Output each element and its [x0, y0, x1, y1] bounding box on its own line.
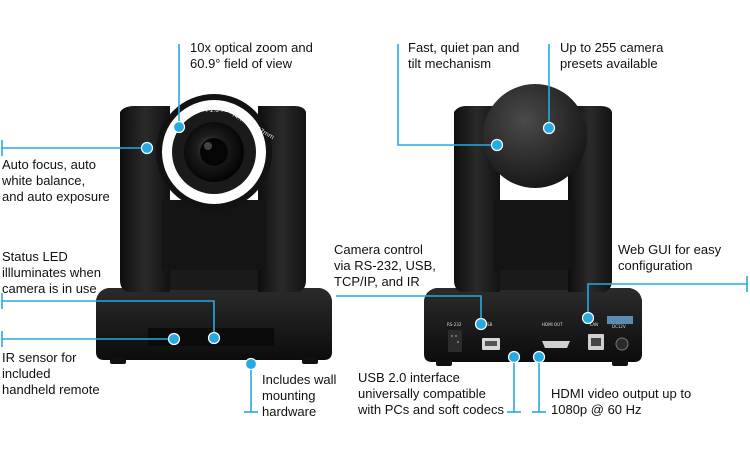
- leader-pan-tilt: [397, 44, 494, 146]
- leader-dot-web-gui: [581, 311, 595, 325]
- dc-power-port: [615, 337, 629, 351]
- leader-dot-pan-tilt: [490, 138, 504, 152]
- leader-dot-presets: [542, 121, 556, 135]
- callout-usb: USB 2.0 interface universally compatible…: [358, 370, 504, 417]
- dc-port-label: DC12V: [612, 324, 626, 329]
- callout-autofocus: Auto focus, auto white balance, and auto…: [2, 157, 110, 204]
- lan-port-label: LAN: [590, 322, 598, 327]
- back-camera: RS-232 USB HDMI OUT LAN DC12V: [424, 84, 642, 366]
- callout-pan-tilt: Fast, quiet pan and tilt mechanism: [408, 40, 520, 71]
- callout-camera-control: Camera control via RS-232, USB, TCP/IP, …: [334, 242, 436, 289]
- leader-web-gui: [587, 283, 747, 316]
- rs232-port-label: RS-232: [447, 322, 462, 327]
- leader-dot-wall-mount: [244, 357, 258, 371]
- callout-presets: Up to 255 camera presets available: [560, 40, 664, 71]
- leader-dot-status-led: [207, 331, 221, 345]
- leader-dot-usb: [507, 350, 521, 364]
- lens-aperture-marking: F1.6-F3.0: [206, 107, 234, 114]
- leader-camera-control: [336, 295, 482, 322]
- callout-hdmi: HDMI video output up to 1080p @ 60 Hz: [551, 386, 692, 417]
- leader-dot-camera-control: [474, 317, 488, 331]
- usb-port-label: USB: [484, 322, 492, 327]
- callout-zoom: 10x optical zoom and 60.9° field of view: [190, 40, 313, 71]
- leader-status-led: [2, 300, 215, 336]
- leader-dot-autofocus: [140, 141, 154, 155]
- callout-status-led: Status LED illluminates when camera is i…: [2, 249, 101, 296]
- callout-wall-mount: Includes wall mounting hardware: [262, 372, 337, 419]
- leader-dot-hdmi: [532, 350, 546, 364]
- leader-dot-ir-sensor: [167, 332, 181, 346]
- hdmi-port: [542, 341, 570, 348]
- rear-port-panel: RS-232 USB HDMI OUT LAN DC12V: [447, 316, 633, 352]
- leader-dot-zoom: [172, 120, 186, 134]
- callout-web-gui: Web GUI for easy configuration: [618, 242, 722, 273]
- callout-ir-sensor: IR sensor for included handheld remote: [2, 350, 100, 397]
- hdmi-port-label: HDMI OUT: [542, 322, 563, 327]
